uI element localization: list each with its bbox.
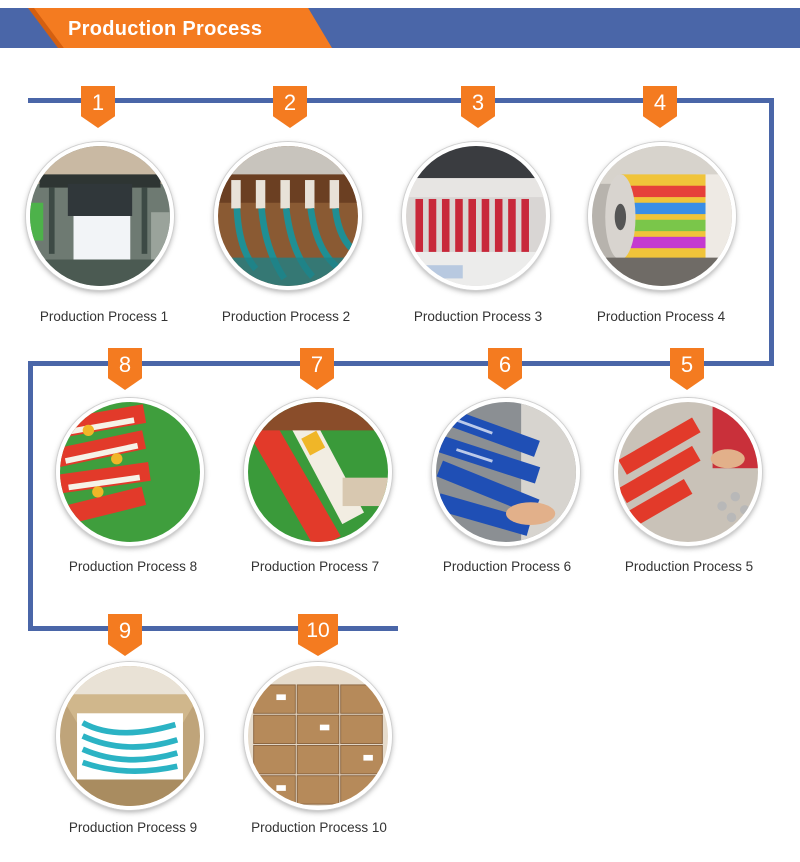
step-caption-5: Production Process 5: [624, 559, 754, 574]
step-caption-10: Production Process 10: [251, 820, 387, 835]
flow-line-row3: [28, 626, 398, 631]
step-image-4: [588, 142, 736, 290]
step-badge-4: 4: [643, 86, 677, 128]
step-badge-6: 6: [488, 348, 522, 390]
step-badge-5: 5: [670, 348, 704, 390]
step-caption-7: Production Process 7: [250, 559, 380, 574]
step-image-7: [244, 398, 392, 546]
step-image-9: [56, 662, 204, 810]
step-image-10: [244, 662, 392, 810]
step-image-8: [56, 398, 204, 546]
step-caption-1: Production Process 1: [39, 309, 169, 324]
step-caption-8: Production Process 8: [68, 559, 198, 574]
step-image-6: [432, 398, 580, 546]
step-caption-9: Production Process 9: [68, 820, 198, 835]
flow-line-row2: [28, 361, 774, 366]
flow-line-row1: [28, 98, 774, 103]
header-tab: [34, 8, 332, 48]
step-caption-2: Production Process 2: [221, 309, 351, 324]
step-badge-8: 8: [108, 348, 142, 390]
flow-line-left-down: [28, 361, 33, 631]
step-badge-1: 1: [81, 86, 115, 128]
step-image-1: [26, 142, 174, 290]
step-image-5: [614, 398, 762, 546]
step-badge-3: 3: [461, 86, 495, 128]
step-image-2: [214, 142, 362, 290]
step-caption-3: Production Process 3: [413, 309, 543, 324]
step-badge-2: 2: [273, 86, 307, 128]
step-badge-7: 7: [300, 348, 334, 390]
page-title: Production Process: [68, 18, 263, 40]
step-image-3: [402, 142, 550, 290]
step-caption-4: Production Process 4: [596, 309, 726, 324]
step-caption-6: Production Process 6: [442, 559, 572, 574]
step-badge-9: 9: [108, 614, 142, 656]
step-badge-10: 10: [298, 614, 338, 656]
flow-line-right-down: [769, 98, 774, 366]
